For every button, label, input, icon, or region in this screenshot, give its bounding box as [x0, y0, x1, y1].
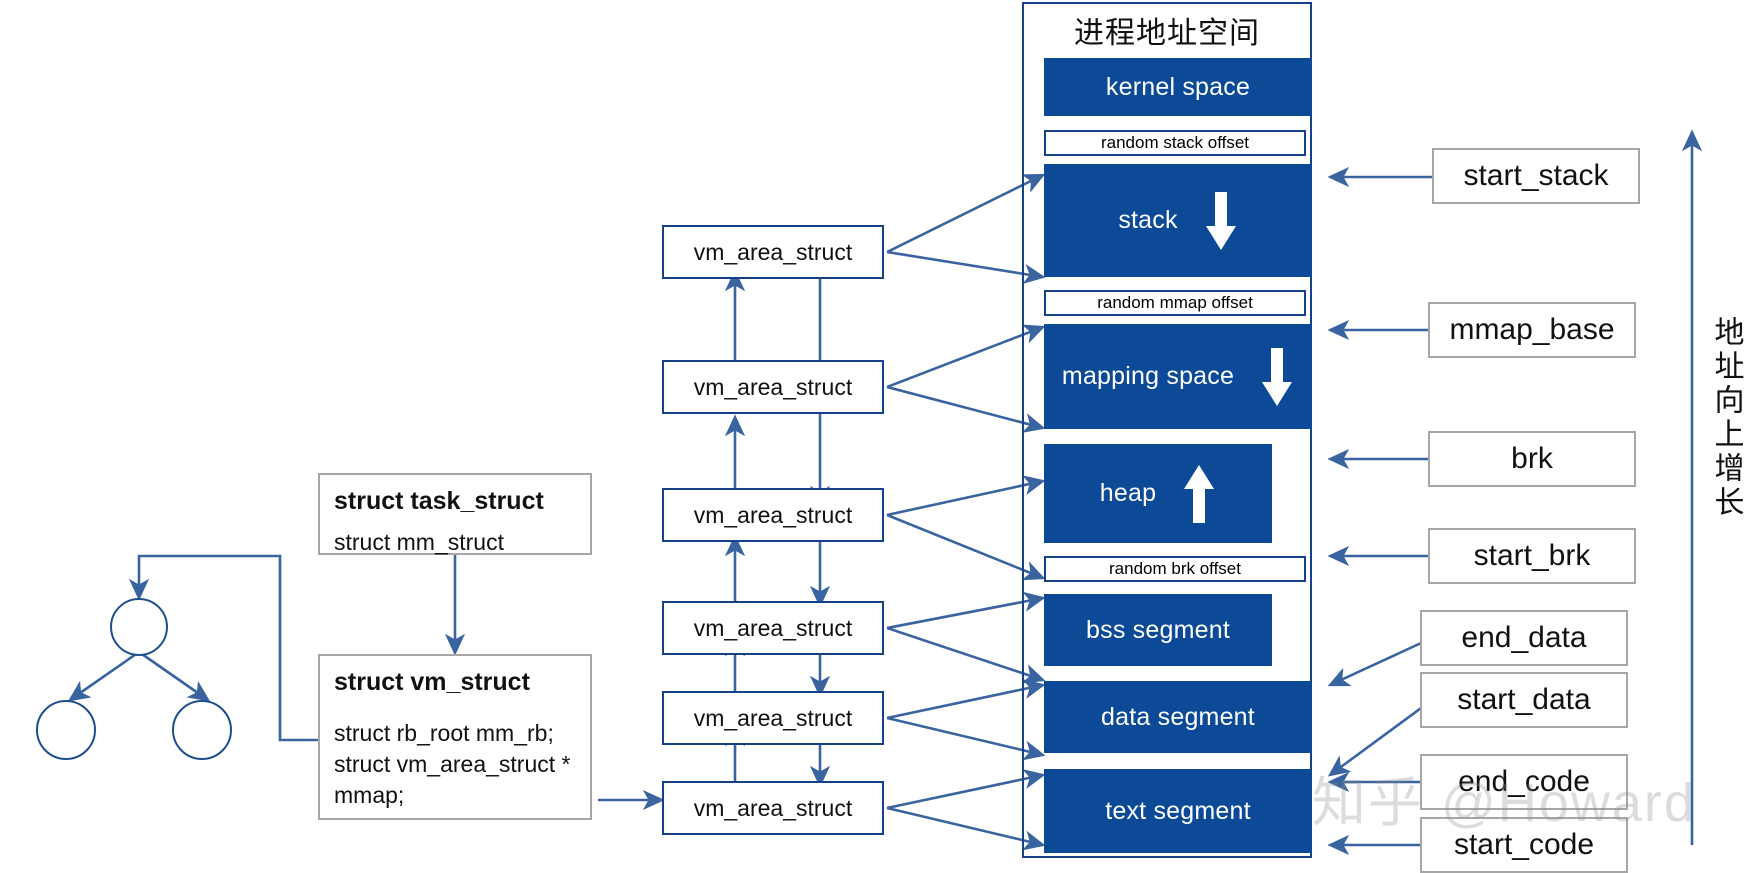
offset-random-brk-label: random brk offset	[1109, 559, 1241, 578]
growth-direction-label: 地址向上增长	[1709, 316, 1743, 520]
address-space-title: 进程地址空间	[1074, 17, 1260, 50]
pointer-label-start-data[interactable]: start_data	[1420, 672, 1628, 728]
pointer-label-start-stack[interactable]: start_stack	[1432, 148, 1640, 204]
offset-random-mmap-label: random mmap offset	[1097, 293, 1253, 312]
pointer-label-mmap-base[interactable]: mmap_base	[1428, 302, 1636, 358]
struct-vm-struct-box[interactable]: struct vm_struct struct rb_root mm_rb; s…	[318, 654, 592, 820]
struct-task-struct-box[interactable]: struct task_struct struct mm_struct	[318, 473, 592, 555]
segment-data-label: data segment	[1101, 702, 1255, 731]
struct-vm-struct-field-3: mmap;	[334, 782, 405, 808]
struct-vm-struct-field-2: struct vm_area_struct *	[334, 751, 571, 777]
offset-random-stack-label: random stack offset	[1100, 133, 1250, 152]
segment-text[interactable]: text segment	[1044, 769, 1312, 853]
offset-random-mmap[interactable]: random mmap offset	[1044, 290, 1306, 316]
arrow-up-icon	[1184, 464, 1215, 523]
segment-stack[interactable]: stack	[1044, 164, 1312, 277]
segment-text-label: text segment	[1105, 796, 1251, 825]
struct-task-struct-fields: struct mm_struct	[334, 529, 504, 555]
segment-kernel-space-label: kernel space	[1105, 72, 1251, 101]
pointer-label-end-code[interactable]: end_code	[1420, 754, 1628, 810]
pointer-label-end-data[interactable]: end_data	[1420, 610, 1628, 666]
vm-area-struct-node-4[interactable]: vm_area_struct	[662, 601, 884, 655]
rb-tree-node-root	[110, 598, 168, 656]
rb-tree-node-right	[172, 700, 232, 760]
vm-area-struct-node-3[interactable]: vm_area_struct	[662, 488, 884, 542]
vm-area-struct-node-2[interactable]: vm_area_struct	[662, 360, 884, 414]
offset-random-brk[interactable]: random brk offset	[1044, 556, 1306, 582]
segment-data[interactable]: data segment	[1044, 681, 1312, 753]
pointer-label-start-brk[interactable]: start_brk	[1428, 528, 1636, 584]
watermark: 知乎 @Howard	[1312, 773, 1696, 833]
vm-area-struct-node-1[interactable]: vm_area_struct	[662, 225, 884, 279]
arrow-down-icon	[1262, 347, 1293, 406]
segment-stack-label: stack	[1118, 206, 1178, 235]
segment-bss[interactable]: bss segment	[1044, 594, 1272, 666]
struct-vm-struct-field-1: struct rb_root mm_rb;	[334, 720, 554, 746]
struct-task-struct-title: struct task_struct	[334, 487, 544, 515]
segment-bss-label: bss segment	[1086, 615, 1230, 644]
segment-heap[interactable]: heap	[1044, 444, 1272, 543]
segment-kernel-space[interactable]: kernel space	[1044, 58, 1312, 116]
rb-tree-node-left	[36, 700, 96, 760]
struct-vm-struct-title: struct vm_struct	[334, 668, 530, 696]
address-space-frame	[1022, 2, 1312, 858]
arrow-down-icon	[1205, 191, 1236, 250]
vm-area-struct-node-5[interactable]: vm_area_struct	[662, 691, 884, 745]
segment-mapping-space[interactable]: mapping space	[1044, 324, 1312, 429]
segment-heap-label: heap	[1099, 479, 1157, 508]
offset-random-stack[interactable]: random stack offset	[1044, 130, 1306, 156]
pointer-label-brk[interactable]: brk	[1428, 431, 1636, 487]
segment-mapping-space-label: mapping space	[1061, 362, 1235, 391]
vm-area-struct-node-6[interactable]: vm_area_struct	[662, 781, 884, 835]
